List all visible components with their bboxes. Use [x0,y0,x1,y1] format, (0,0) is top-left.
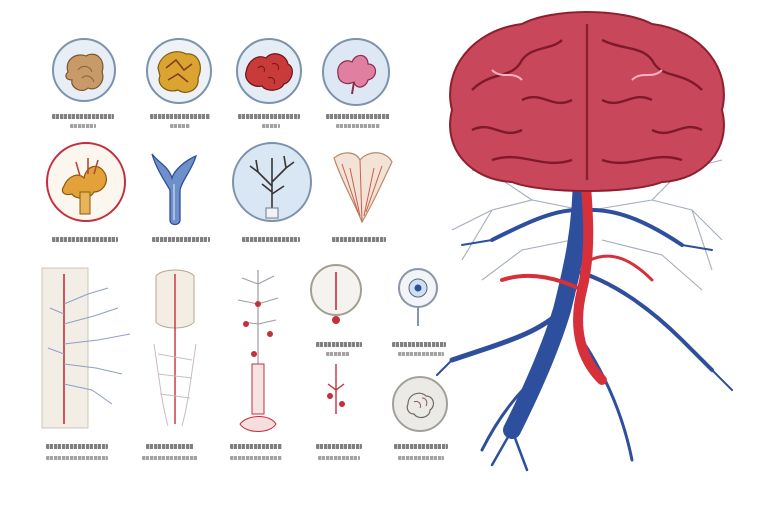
brain [449,11,725,192]
red-artery [500,155,654,385]
vignette-oval-cell [310,264,364,434]
fan-tissue-icon [333,152,393,224]
vignette-fan-tissue [320,138,400,228]
vignette-tree-vessel [232,142,312,222]
subcaption-gray-disc [398,456,444,460]
caption-pink-organ [326,114,390,119]
oval-cell-icon [327,272,345,414]
caption-eye-disc [392,342,446,347]
caption-tree-vessel [242,237,300,242]
caption-red-rimmed-organ [52,237,118,242]
subcaption-vessel-strip [46,456,108,460]
subcaption-spinal-column [142,456,198,460]
subcaption-tan-organ [70,124,96,128]
red-rimmed-organ-icon [61,158,107,215]
eye-disc-icon [408,278,428,326]
red-organ-icon [245,53,293,91]
golden-organ-icon [157,51,201,93]
caption-blue-vessel [152,237,210,242]
vignette-red-organ [236,38,302,106]
caption-oval-cell [316,342,362,347]
caption-fan-tissue [332,237,386,242]
vignette-vessel-chain [230,264,286,440]
tan-organ-icon [65,53,104,92]
subcaption-oval-cell [326,352,350,356]
gray-disc-icon [406,392,435,419]
caption-oval-cell-lower [316,444,362,449]
subcaption-golden-organ [170,124,190,128]
subcaption-oval-cell-lower [318,456,360,460]
caption-tan-organ [52,114,114,119]
caption-gray-disc [394,444,448,449]
vessel-strip-icon [41,267,131,429]
tree-vessel-icon [249,155,295,219]
caption-red-organ [238,114,300,119]
spinal-column-icon [153,269,197,427]
vignette-spinal-column [148,264,202,432]
blue-veins [436,161,733,472]
subcaption-red-organ [262,124,280,128]
brain-tree-icon [436,11,733,472]
vignette-tan-organ [52,38,116,106]
subcaption-pink-organ [336,124,380,128]
caption-vessel-chain [230,444,282,449]
vignette-vessel-strip [38,264,138,432]
vignette-red-rimmed-organ [46,142,126,222]
caption-vessel-strip [46,444,108,449]
vignette-eye-disc [394,268,442,328]
subcaption-eye-disc [398,352,444,356]
caption-golden-organ [150,114,210,119]
vignette-blue-vessel [146,150,202,228]
subcaption-vessel-chain [230,456,282,460]
vignette-pink-organ [322,38,390,106]
vignette-gray-disc [392,376,448,432]
vignette-golden-organ [146,38,212,106]
caption-spinal-column [146,444,194,449]
pink-organ-icon [337,54,377,95]
vessel-chain-icon [237,270,279,432]
blue-vessel-icon [151,153,197,226]
